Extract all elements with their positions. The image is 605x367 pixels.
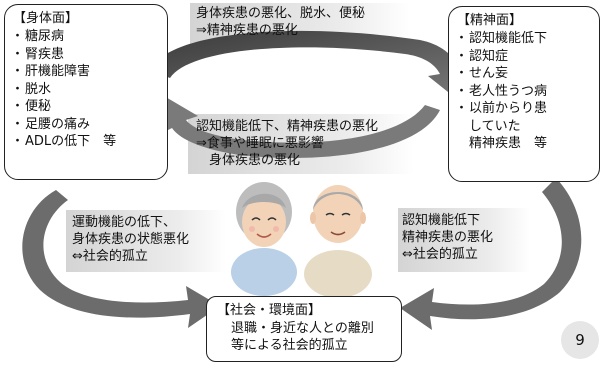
physical-box: 【身体面】 糖尿病 腎疾患 肝機能障害 脱水 便秘 足腰の痛み ADLの低下 等 <box>4 4 168 180</box>
social-text: 退職・身近な人との離別 等による社会的孤立 <box>231 321 374 353</box>
mental-box: 【精神面】 認知機能低下 認知症 せん妄 老人性うつ病 以前からり患していた精神… <box>448 6 600 182</box>
page-number-badge: 9 <box>561 321 599 359</box>
arrow-mental-to-physical <box>160 96 440 158</box>
physical-list: 糖尿病 腎疾患 肝機能障害 脱水 便秘 足腰の痛み ADLの低下 等 <box>11 28 159 151</box>
elderly-man-icon <box>304 185 372 298</box>
list-item: 老人性うつ病 <box>455 83 591 101</box>
social-title: 【社会・環境面】 <box>217 303 322 318</box>
arrow-mental-social-loop <box>400 178 582 330</box>
middle-note: 認知機能低下、精神疾患の悪化 ⇒食事や睡眠に悪影響 身体疾患の悪化 <box>196 119 379 168</box>
list-item: 腎疾患 <box>11 46 159 64</box>
left-note: 運動機能の低下、 身体疾患の状態悪化 ⇔社会的孤立 <box>72 215 190 264</box>
mental-title: 【精神面】 <box>457 13 523 28</box>
list-item: せん妄 <box>455 65 591 83</box>
list-item: 便秘 <box>11 98 159 116</box>
list-item: 認知機能低下 <box>455 30 591 48</box>
social-box: 【社会・環境面】 退職・身近な人との離別 等による社会的孤立 <box>206 296 402 362</box>
physical-title: 【身体面】 <box>13 11 79 26</box>
top-note: 身体疾患の悪化、脱水、便秘 ⇒精神疾患の悪化 <box>196 6 366 38</box>
arrow-physical-social-loop <box>22 190 221 328</box>
arrow-physical-to-mental <box>150 30 470 101</box>
right-note: 認知機能低下 精神疾患の悪化 ⇔社会的孤立 <box>402 213 494 262</box>
list-item: 肝機能障害 <box>11 63 159 81</box>
list-item: 足腰の痛み <box>11 116 159 134</box>
list-item: 脱水 <box>11 81 159 99</box>
list-item: ADLの低下 等 <box>11 133 159 151</box>
list-item: 糖尿病 <box>11 28 159 46</box>
right-note-shade <box>398 208 530 272</box>
list-item: 認知症 <box>455 48 591 66</box>
elderly-woman-icon <box>231 182 297 296</box>
left-note-shade <box>66 210 226 272</box>
